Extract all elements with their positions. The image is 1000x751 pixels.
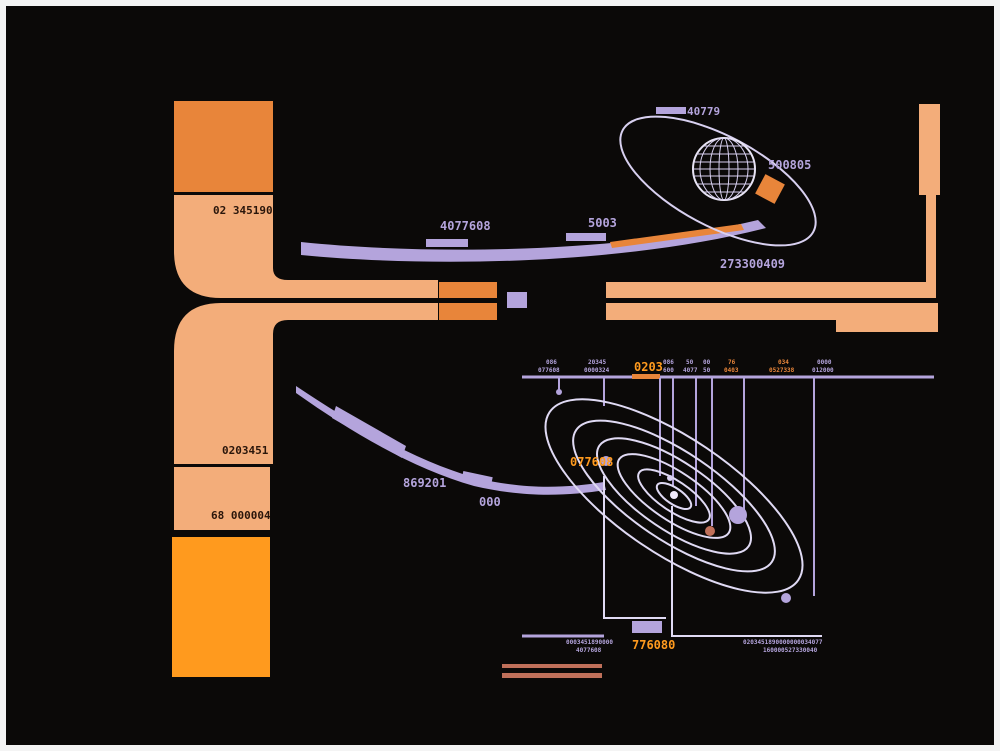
lcars-schematic: 02 345190 0203451 68 000004 4077608 5003… bbox=[172, 101, 940, 678]
tick-label: 0000324 bbox=[584, 367, 610, 374]
bottom-left-label: 4077608 bbox=[576, 647, 602, 654]
tick-label: 077608 bbox=[538, 367, 560, 374]
bottom-rust-bar-1 bbox=[502, 664, 602, 668]
small-bar-label: 5003 bbox=[588, 216, 617, 230]
tick-label: 0000 bbox=[817, 359, 832, 366]
lower-arc-label-b: 000 bbox=[479, 495, 501, 509]
left-top-block bbox=[174, 101, 273, 192]
planet-box-label: 500805 bbox=[768, 158, 811, 172]
spine-right-cap bbox=[836, 303, 938, 332]
spine-right-top bbox=[606, 282, 936, 298]
bottom-right-label: 0203451890000000034077 bbox=[743, 639, 823, 646]
planet-globe bbox=[692, 137, 756, 201]
planet-small-2 bbox=[781, 593, 791, 603]
arc-label: 4077608 bbox=[440, 219, 491, 233]
lower-arc-label-a: 869201 bbox=[403, 476, 446, 490]
tick-label: 4077 bbox=[683, 367, 698, 374]
bottom-right-label: 160000527330040 bbox=[763, 647, 818, 654]
small-lavender-bar bbox=[566, 233, 606, 241]
tick-label: 086 bbox=[546, 359, 557, 366]
top-sweep-arc bbox=[301, 220, 766, 262]
tick-label: 086 bbox=[663, 359, 674, 366]
tick-label: 76 bbox=[728, 359, 736, 366]
planet-small-1 bbox=[601, 456, 611, 466]
block-label-2: 0203451 bbox=[222, 444, 269, 457]
highlight-bottom-bar bbox=[632, 621, 662, 633]
orange-arc-segment bbox=[610, 224, 744, 248]
bottom-left-label: 0003451890000 bbox=[566, 639, 613, 646]
system-brackets bbox=[603, 476, 822, 637]
planet-small-4 bbox=[667, 475, 673, 481]
tick-label: 600 bbox=[663, 367, 674, 374]
lcars-display-frame: 02 345190 0203451 68 000004 4077608 5003… bbox=[6, 6, 994, 745]
left-lower-elbow bbox=[174, 303, 438, 464]
right-vertical-bar bbox=[919, 104, 940, 195]
planet-large bbox=[729, 506, 747, 524]
right-vertical-rail bbox=[926, 195, 936, 283]
left-upper-elbow bbox=[174, 195, 438, 298]
planet-rust bbox=[705, 526, 715, 536]
tick-label: 50 bbox=[703, 367, 711, 374]
planet-small-3 bbox=[556, 389, 562, 395]
highlight-bottom-label: 776080 bbox=[632, 638, 675, 652]
tick-label: 0527338 bbox=[769, 367, 795, 374]
tick-label: 0403 bbox=[724, 367, 739, 374]
highlight-top-bar bbox=[632, 374, 660, 379]
block-label-1: 02 345190 bbox=[213, 204, 273, 217]
highlight-top-label: 0203 bbox=[634, 360, 663, 374]
lower-arc-tab bbox=[461, 470, 493, 488]
left-bottom-block bbox=[172, 537, 270, 677]
orbit-label: 40779 bbox=[687, 105, 720, 118]
sun bbox=[670, 491, 678, 499]
tick-label: 034 bbox=[778, 359, 789, 366]
spine-right-bottom bbox=[606, 303, 836, 320]
tick-label: 20345 bbox=[588, 359, 606, 366]
tick-label: 012000 bbox=[812, 367, 834, 374]
tick-label: 00 bbox=[703, 359, 711, 366]
tick-label: 50 bbox=[686, 359, 694, 366]
lower-sweep-arc bbox=[296, 386, 606, 495]
tick-labels: 086 077608 20345 0000324 086 600 50 4077… bbox=[538, 359, 834, 654]
bottom-rust-bar-2 bbox=[502, 673, 602, 678]
highlight-mid-label: 077608 bbox=[570, 455, 613, 469]
block-label-3: 68 000004 bbox=[211, 509, 271, 522]
orbit-rings bbox=[544, 398, 804, 594]
spine-orange-top bbox=[439, 282, 497, 298]
left-mid-block bbox=[174, 467, 270, 530]
lower-arc-thick-segment bbox=[332, 406, 406, 458]
planet-marker-box bbox=[755, 174, 785, 204]
arc-tab bbox=[426, 239, 468, 247]
orbit-tab bbox=[656, 107, 686, 114]
spine-orange-bottom bbox=[439, 303, 497, 320]
spine-lavender-marker bbox=[507, 292, 527, 308]
bottom-arc-label: 273300409 bbox=[720, 257, 785, 271]
